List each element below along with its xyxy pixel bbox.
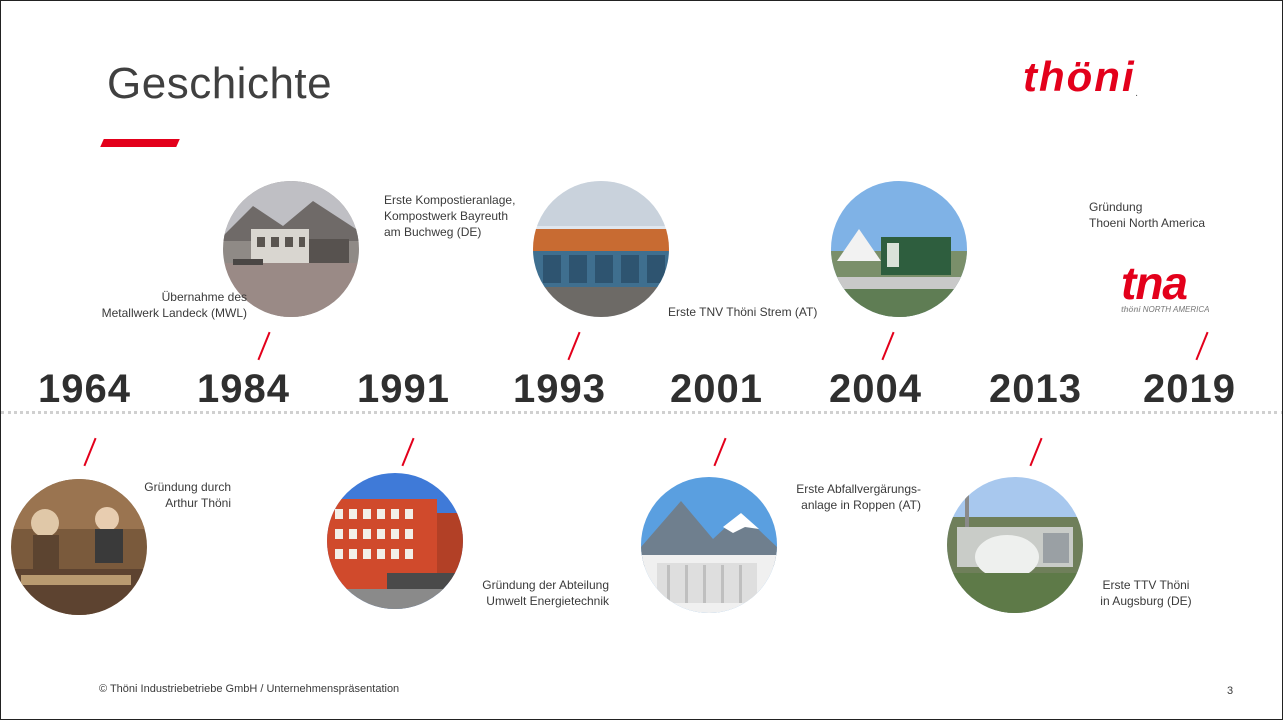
tna-logo-mark: tna [1121, 257, 1188, 309]
tna-logo-brand: thöni [1121, 305, 1141, 314]
caption-1993: Erste Kompostieranlage, Kompostwerk Bayr… [384, 193, 516, 239]
caption-1984: Übernahme des Metallwerk Landeck (MWL) [101, 290, 247, 320]
slide-title: Geschichte [107, 59, 333, 108]
year-1991: 1991 [357, 367, 450, 411]
footer-copyright: © Thöni Industriebetriebe GmbH / Unterne… [99, 683, 400, 695]
year-1964: 1964 [38, 367, 131, 411]
caption-2013: Erste TTV Thöni in Augsburg (DE) [1100, 578, 1192, 608]
tna-logo-text: NORTH AMERICA [1142, 305, 1210, 314]
year-1984: 1984 [197, 367, 290, 411]
tick-2013 [1029, 437, 1043, 467]
timeline-dotted-line [1, 411, 1282, 414]
logo-mark: . [1135, 91, 1140, 98]
page-number: 3 [1227, 685, 1234, 697]
caption-2001: Erste Abfallvergärungs- anlage in Roppen… [796, 482, 921, 512]
caption-1964: Gründung durch Arthur Thöni [144, 480, 231, 510]
tick-2004 [881, 331, 895, 361]
year-2001: 2001 [670, 367, 763, 411]
biogas-plant-photo [947, 477, 1083, 613]
tick-1993 [567, 331, 581, 361]
caption-2004: Erste TNV Thöni Strem (AT) [668, 305, 818, 319]
year-1993: 1993 [513, 367, 606, 411]
tick-1984 [257, 331, 271, 361]
logo-text: thöni [1023, 53, 1136, 100]
tick-1991 [401, 437, 415, 467]
tent-plant-photo [831, 181, 967, 317]
mountain-plant-photo [641, 477, 777, 613]
year-2019: 2019 [1143, 367, 1236, 411]
tna-logo: tna thöni NORTH AMERICA [1121, 257, 1261, 314]
caption-2019: Gründung Thoeni North America [1089, 200, 1206, 230]
tick-1964 [83, 437, 97, 467]
year-2013: 2013 [989, 367, 1082, 411]
thoeni-logo: thöni. [1023, 53, 1140, 100]
year-2004: 2004 [829, 367, 922, 411]
title-accent-bar [100, 139, 180, 147]
composting-plant-photo [533, 181, 669, 317]
tick-2001 [713, 437, 727, 467]
caption-1991: Gründung der Abteilung Umwelt Energietec… [482, 578, 609, 608]
office-building-photo [327, 473, 463, 609]
tick-2019 [1195, 331, 1209, 361]
